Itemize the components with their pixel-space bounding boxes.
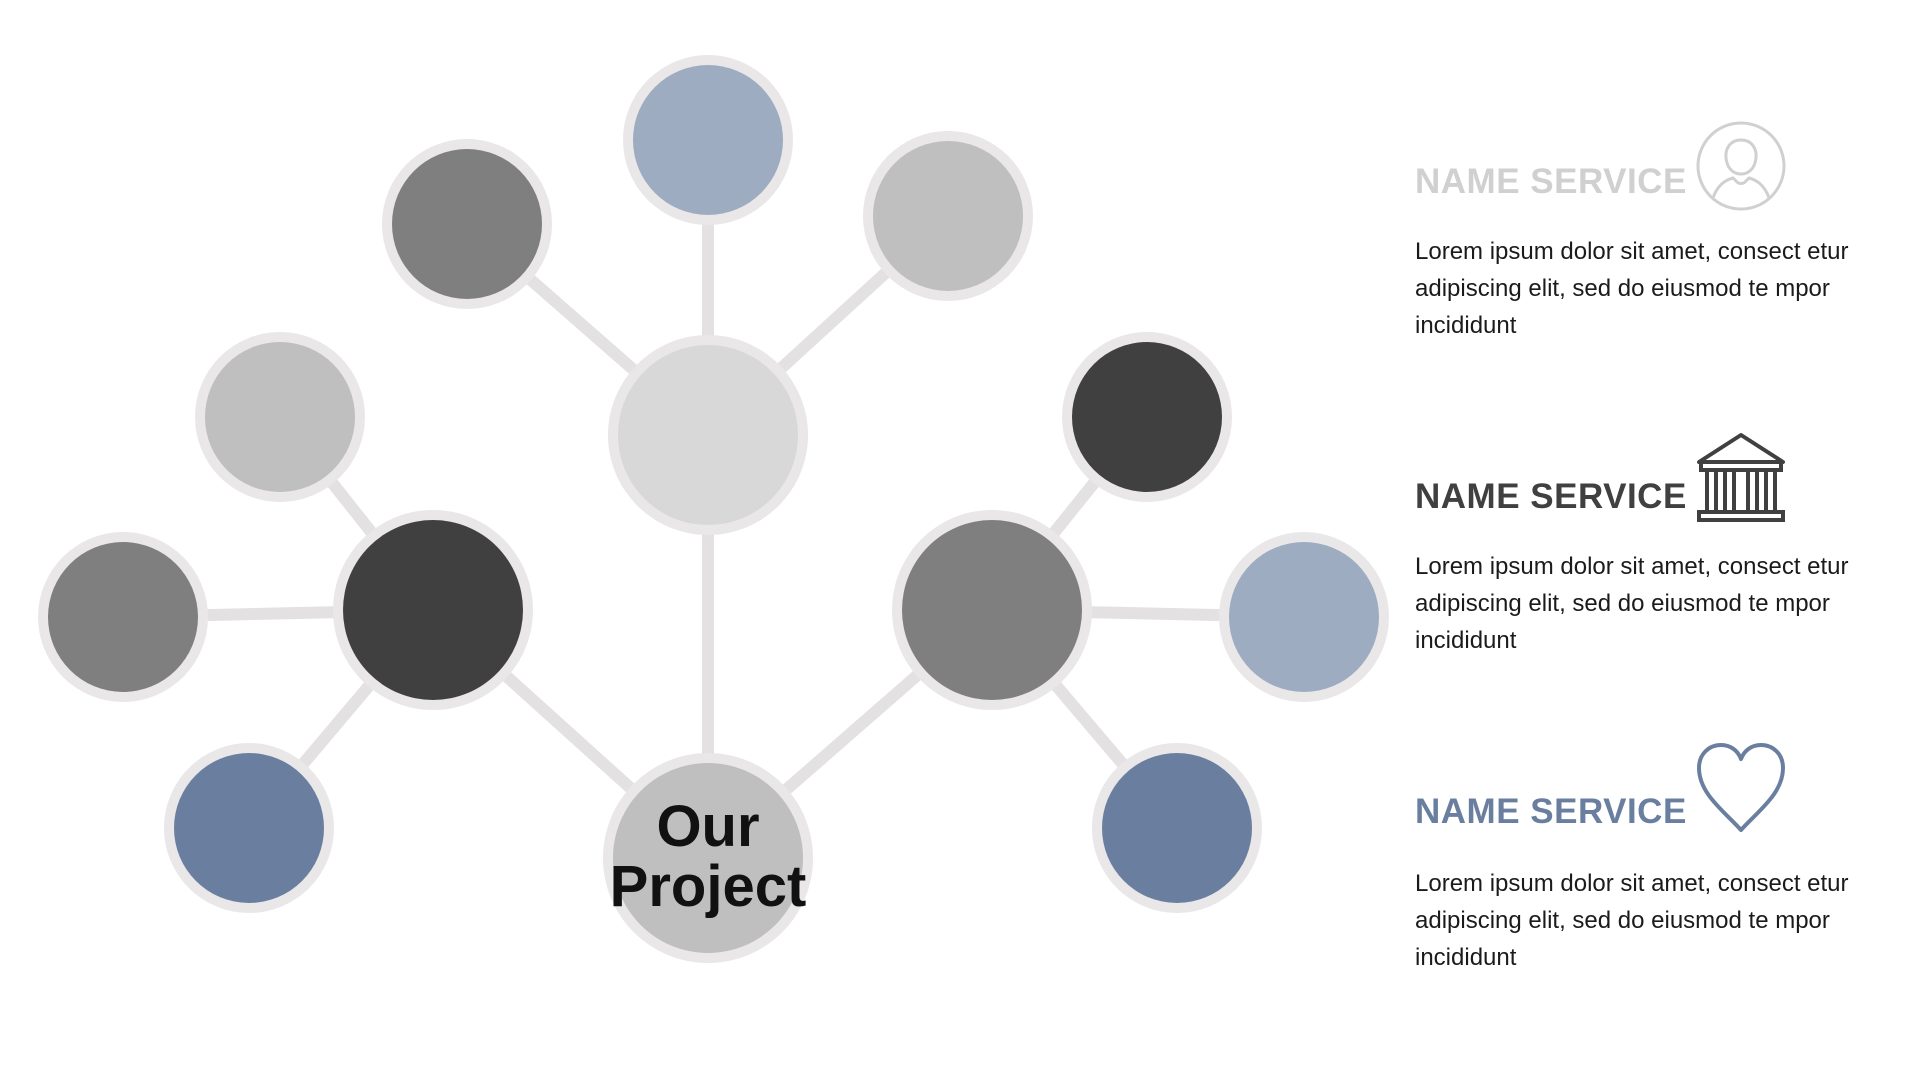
service-item-1: NAME SERVICE Lorem ipsum dolor sit amet,… bbox=[1415, 120, 1885, 350]
service-description-1: Lorem ipsum dolor sit amet, consect etur… bbox=[1415, 238, 1849, 339]
node-left-top bbox=[205, 342, 355, 492]
node-left-hub bbox=[343, 520, 523, 700]
service-item-3: NAME SERVICE Lorem ipsum dolor sit amet,… bbox=[1415, 742, 1885, 972]
service-description-2: Lorem ipsum dolor sit amet, consect etur… bbox=[1415, 553, 1849, 654]
node-right-bottom bbox=[1102, 753, 1252, 903]
node-top-left bbox=[392, 149, 542, 299]
node-top-hub bbox=[618, 345, 798, 525]
center-label-line1: Our bbox=[656, 794, 759, 859]
service-title-3: NAME SERVICE bbox=[1415, 792, 1687, 831]
node-left-mid bbox=[48, 542, 198, 692]
service-description-3: Lorem ipsum dolor sit amet, consect etur… bbox=[1415, 870, 1849, 971]
center-label-line2: Project bbox=[610, 854, 807, 919]
service-item-2: NAME SERVICE Lorem ipsum dolor sit amet,… bbox=[1415, 432, 1885, 662]
person-icon bbox=[1696, 121, 1786, 211]
node-right-top bbox=[1072, 342, 1222, 492]
service-title-1: NAME SERVICE bbox=[1415, 162, 1687, 201]
node-left-bottom bbox=[174, 753, 324, 903]
service-title-2: NAME SERVICE bbox=[1415, 477, 1687, 516]
bank-icon bbox=[1697, 433, 1785, 522]
node-top-center bbox=[633, 65, 783, 215]
node-right-hub bbox=[902, 520, 1082, 700]
node-top-right bbox=[873, 141, 1023, 291]
node-right-mid bbox=[1229, 542, 1379, 692]
node-center bbox=[613, 763, 803, 953]
heart-icon bbox=[1697, 743, 1785, 832]
circle-nodes bbox=[38, 55, 1389, 963]
mind-map-diagram: Our Project bbox=[38, 55, 1389, 963]
